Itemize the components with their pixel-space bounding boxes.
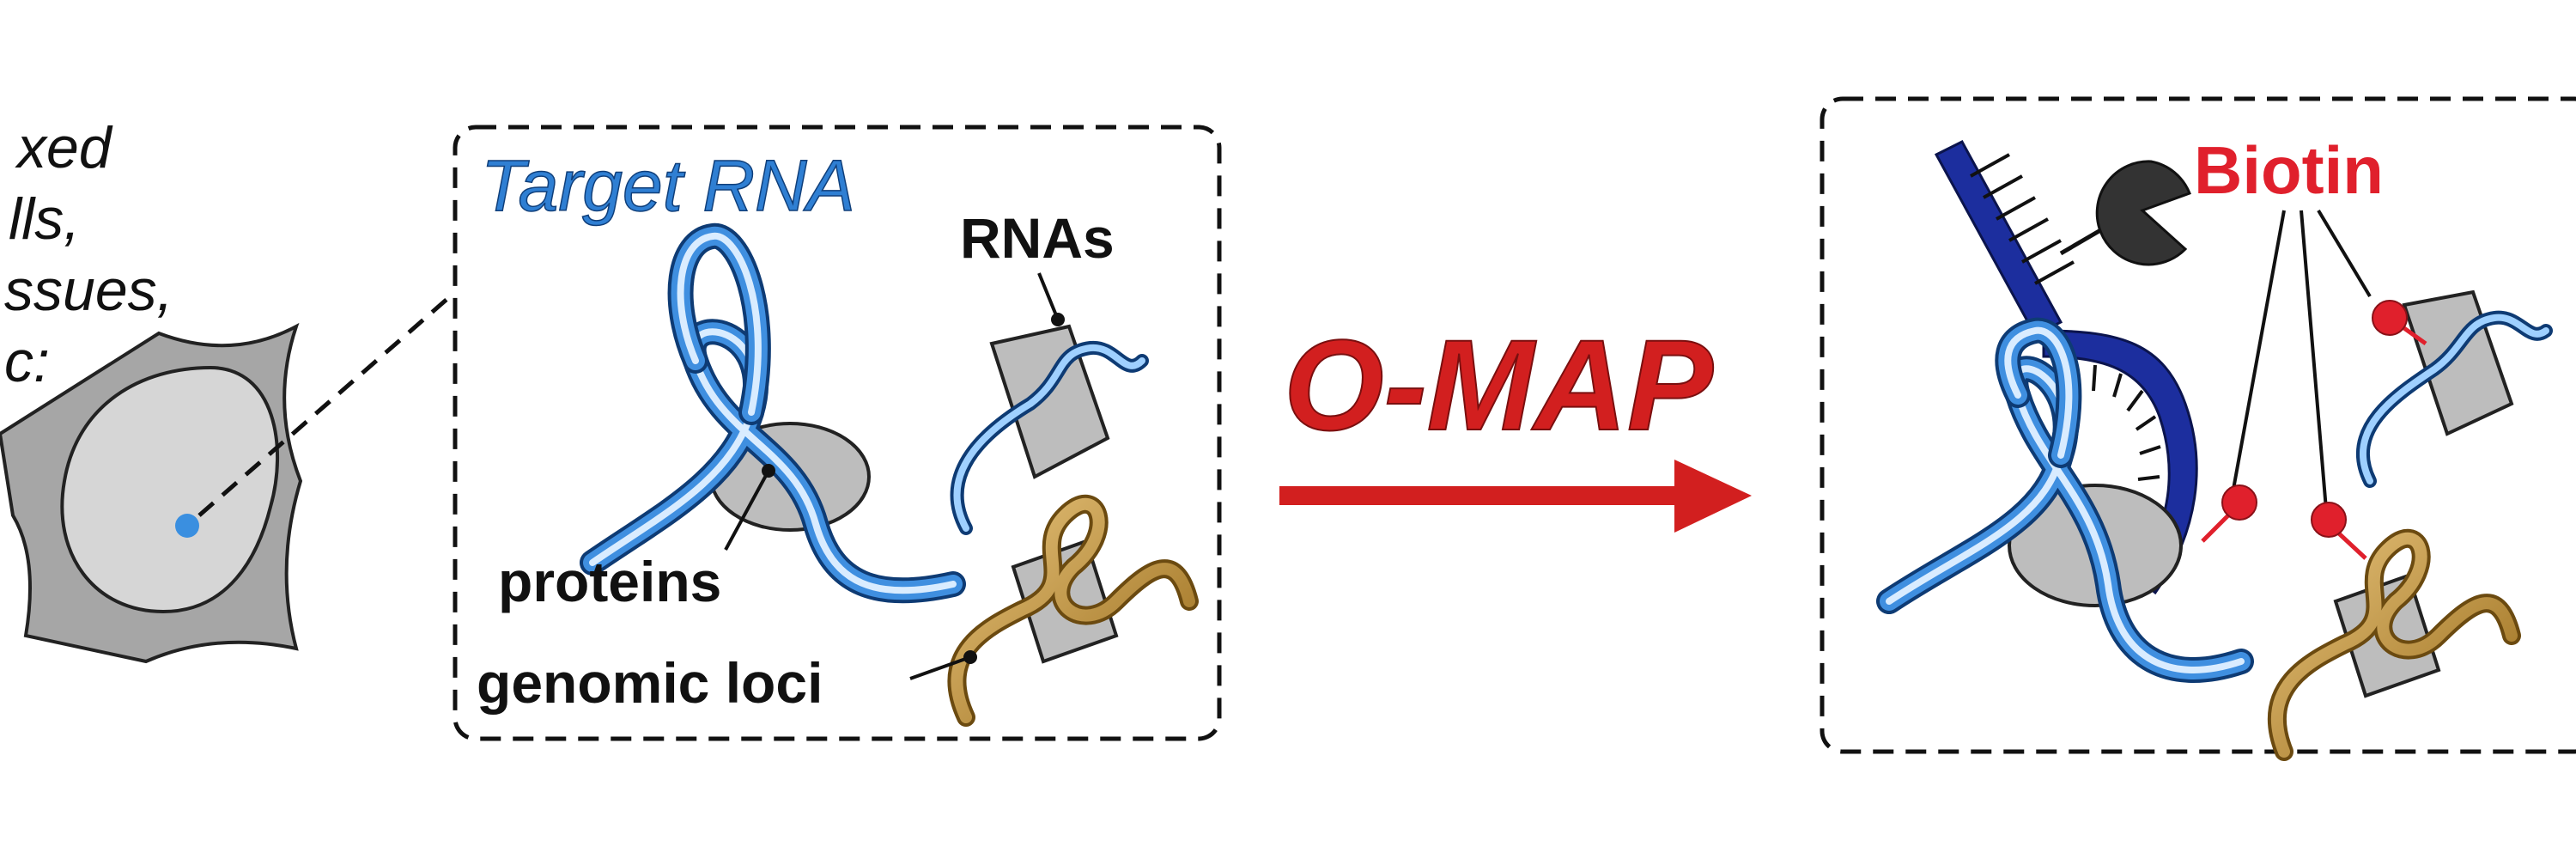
probe-arm-top xyxy=(1934,140,2063,337)
proteins-label: proteins xyxy=(498,550,721,613)
genomic-loci-label: genomic loci xyxy=(477,651,823,715)
omap-label: O-MAP xyxy=(1284,313,1714,457)
genomic-pointer-line xyxy=(909,655,971,680)
other-protein-1 xyxy=(989,324,1110,479)
cell-caption-line-2: lls, xyxy=(9,186,80,252)
middle-panel-frame xyxy=(453,125,1222,741)
labeled-panel: Biotin xyxy=(1820,96,2576,761)
target-rna-panel: Target RNA RNAs proteins genomic loci xyxy=(453,125,1222,741)
biotin-pointer-lines xyxy=(2231,209,2372,521)
target-rna-label: Target RNA xyxy=(481,145,855,226)
biotin-label: Biotin xyxy=(2194,132,2384,208)
probe-rungs xyxy=(1970,153,2075,285)
target-locus-dot xyxy=(175,514,199,538)
cell-caption-line-3: ssues, xyxy=(4,258,173,323)
cell-caption-line-4: c: xyxy=(4,329,50,394)
cell-panel: xed lls, ssues, c: xyxy=(0,115,457,664)
zoom-line xyxy=(197,290,457,517)
rnas-label: RNAs xyxy=(960,206,1115,270)
probe-arm-curve xyxy=(2042,329,2198,595)
biotin-tag-1 xyxy=(2372,300,2408,336)
omap-arrow-shaft xyxy=(1279,486,1683,505)
right-panel-frame xyxy=(1820,96,2576,754)
enzyme-pacman-icon xyxy=(2095,160,2191,266)
omap-process: O-MAP xyxy=(1279,312,1752,533)
proteins-pointer-line xyxy=(724,470,770,551)
cell-caption-line-1: xed xyxy=(15,115,113,180)
rnas-pointer-line xyxy=(1037,272,1060,320)
biotin-tag-3 xyxy=(2311,502,2347,538)
omap-arrow-head xyxy=(1674,460,1752,533)
biotin-tag-2 xyxy=(2221,484,2257,521)
